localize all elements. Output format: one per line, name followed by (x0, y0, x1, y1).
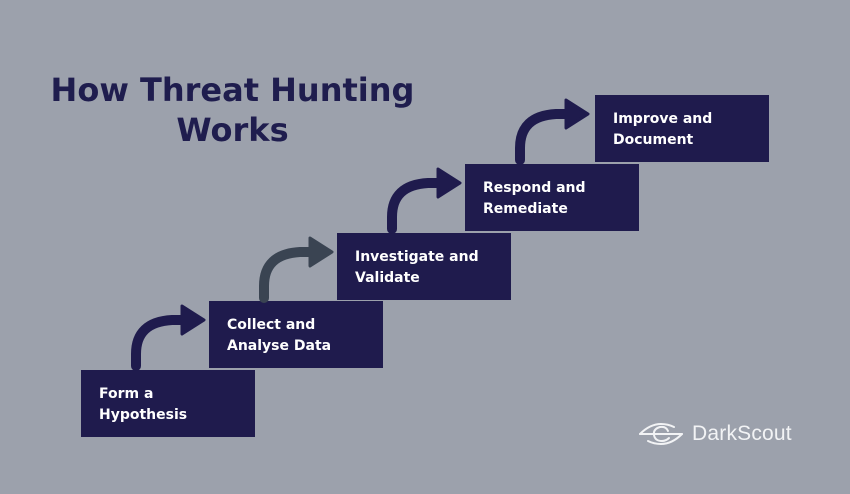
curved-arrow-right-icon (131, 304, 206, 371)
step-improve-document: Improve and Document (595, 95, 769, 162)
step-label-line-1: Respond and (483, 180, 586, 196)
step-label-line-1: Form a (99, 386, 154, 402)
step-label-line-1: Investigate and (355, 249, 479, 265)
logo-text: DarkScout (692, 422, 792, 445)
diagram-title: How Threat Hunting Works (40, 70, 425, 150)
step-label-line-2: Hypothesis (99, 407, 188, 423)
step-label-line-1: Collect and (227, 317, 316, 333)
step-investigate-validate: Investigate and Validate (337, 233, 511, 300)
curved-arrow-right-icon (515, 98, 590, 165)
eye-icon (639, 422, 683, 446)
curved-arrow-right-icon (259, 236, 334, 303)
step-label-line-1: Improve and (613, 111, 713, 127)
curved-arrow-right-icon (387, 167, 462, 234)
step-label-line-2: Validate (355, 270, 420, 286)
step-form-hypothesis: Form a Hypothesis (81, 370, 255, 437)
step-label-line-2: Analyse Data (227, 338, 332, 354)
step-label-line-2: Document (613, 132, 694, 148)
title-line-2: Works (176, 111, 289, 149)
title-line-1: How Threat Hunting (50, 71, 415, 109)
step-respond-remediate: Respond and Remediate (465, 164, 639, 231)
step-collect-analyse: Collect and Analyse Data (209, 301, 383, 368)
step-label-line-2: Remediate (483, 201, 568, 217)
darkscout-logo: DarkScout (638, 421, 792, 447)
